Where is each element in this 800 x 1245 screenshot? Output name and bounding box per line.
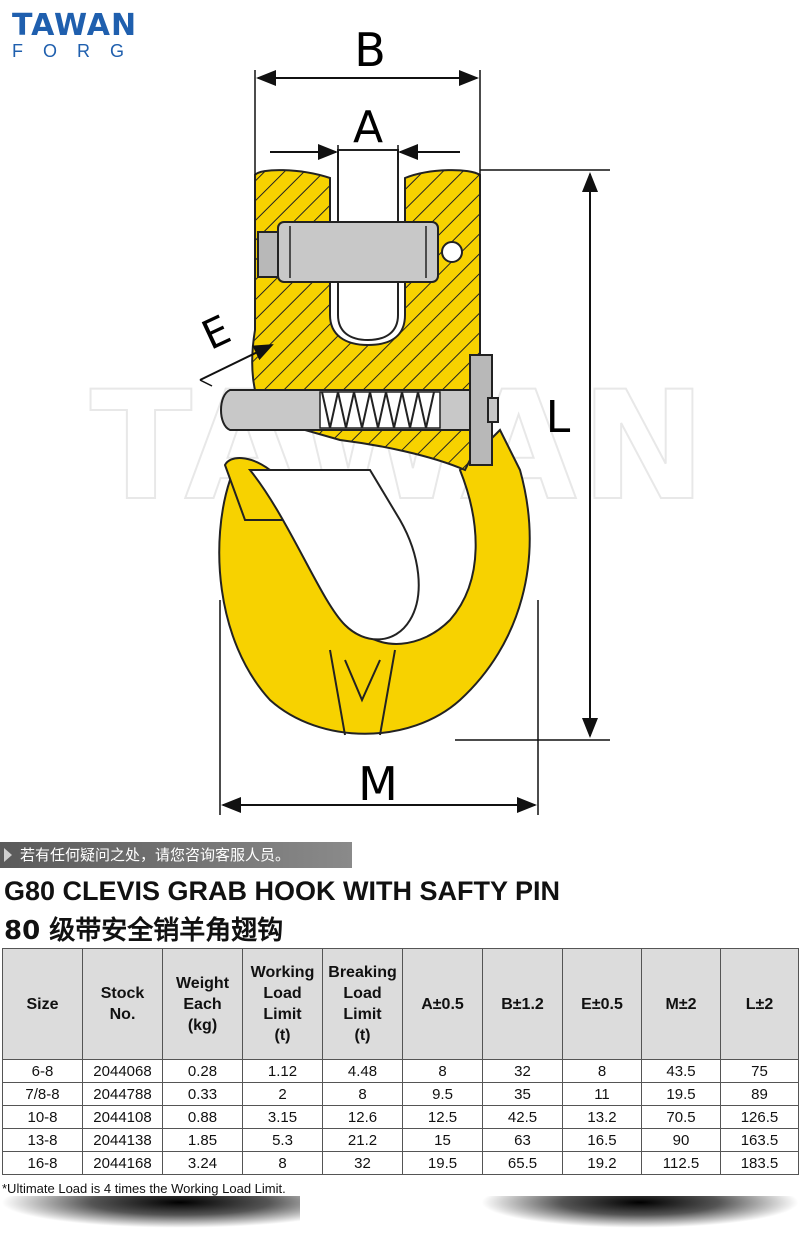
cell-size: 13-8 [2,1128,83,1152]
cell-size: 10-8 [2,1105,83,1129]
cell-l: 89 [720,1082,799,1106]
cell-working-load: 5.3 [242,1128,323,1152]
hook-body [218,428,531,736]
cell-b: 32 [482,1059,563,1083]
cell-size: 6-8 [2,1059,83,1083]
cell-m: 19.5 [641,1082,721,1106]
cell-stock-no: 2044068 [82,1059,163,1083]
clevis-pin [257,221,463,283]
cell-a: 19.5 [402,1151,483,1175]
cell-stock-no: 2044788 [82,1082,163,1106]
logo-wordmark: TAWAN [12,8,138,43]
cell-l: 163.5 [720,1128,799,1152]
cell-e: 8 [562,1059,642,1083]
table-row: 10-8 2044108 0.88 3.15 12.6 12.5 42.5 13… [2,1105,799,1129]
cell-a: 8 [402,1059,483,1083]
label-m: M [358,757,398,811]
dimension-l: L [455,169,610,741]
cell-weight: 0.28 [162,1059,243,1083]
cell-weight: 0.88 [162,1105,243,1129]
decorative-shadow-right [480,1196,800,1228]
safety-pin [220,354,499,466]
cell-working-load: 3.15 [242,1105,323,1129]
table-row: 13-8 2044138 1.85 5.3 21.2 15 63 16.5 90… [2,1128,799,1152]
cell-l: 183.5 [720,1151,799,1175]
cell-a: 15 [402,1128,483,1152]
cell-m: 43.5 [641,1059,721,1083]
cell-b: 63 [482,1128,563,1152]
header-l: L±2 [720,948,799,1060]
cell-breaking-load: 8 [322,1082,403,1106]
arrow-right-icon [4,848,12,862]
dimension-a: A [270,102,460,160]
table-row: 7/8-8 2044788 0.33 2 8 9.5 35 11 19.5 89 [2,1082,799,1106]
dimension-b: B [254,23,481,175]
cell-working-load: 1.12 [242,1059,323,1083]
cell-size: 7/8-8 [2,1082,83,1106]
header-e: E±0.5 [562,948,642,1060]
cell-e: 11 [562,1082,642,1106]
cell-e: 19.2 [562,1151,642,1175]
cell-l: 126.5 [720,1105,799,1129]
label-e: E [195,307,237,359]
cell-size: 16-8 [2,1151,83,1175]
decorative-shadow-left [0,1196,300,1228]
cell-b: 42.5 [482,1105,563,1129]
brand-logo: TAWAN FORG [12,8,162,61]
cell-m: 90 [641,1128,721,1152]
cell-b: 35 [482,1082,563,1106]
header-b: B±1.2 [482,948,563,1060]
footnote: *Ultimate Load is 4 times the Working Lo… [2,1181,286,1196]
product-title-cn: 80 级带安全销羊角翅钩 [4,916,284,946]
cell-breaking-load: 21.2 [322,1128,403,1152]
cell-breaking-load: 12.6 [322,1105,403,1129]
cell-working-load: 8 [242,1151,323,1175]
cell-stock-no: 2044108 [82,1105,163,1129]
cell-breaking-load: 4.48 [322,1059,403,1083]
cell-weight: 1.85 [162,1128,243,1152]
cell-a: 12.5 [402,1105,483,1129]
product-title-en: G80 CLEVIS GRAB HOOK WITH SAFTY PIN [4,876,561,906]
cell-breaking-load: 32 [322,1151,403,1175]
label-b: B [354,23,386,77]
cell-e: 13.2 [562,1105,642,1129]
cell-working-load: 2 [242,1082,323,1106]
cell-a: 9.5 [402,1082,483,1106]
table-row: 16-8 2044168 3.24 8 32 19.5 65.5 19.2 11… [2,1151,799,1175]
label-a: A [353,102,383,153]
header-size: Size [2,948,83,1060]
hook-technical-drawing: B A E L M [195,23,610,815]
cell-weight: 3.24 [162,1151,243,1175]
cell-stock-no: 2044168 [82,1151,163,1175]
header-m: M±2 [641,948,721,1060]
logo-subtitle: FORG [12,41,144,61]
table-row: 6-8 2044068 0.28 1.12 4.48 8 32 8 43.5 7… [2,1059,799,1083]
cell-stock-no: 2044138 [82,1128,163,1152]
label-l: L [546,392,571,443]
customer-service-notice: 若有任何疑问之处，请您咨询客服人员。 [0,842,352,868]
cell-l: 75 [720,1059,799,1083]
cell-weight: 0.33 [162,1082,243,1106]
cell-m: 70.5 [641,1105,721,1129]
cell-b: 65.5 [482,1151,563,1175]
cell-m: 112.5 [641,1151,721,1175]
header-a: A±0.5 [402,948,483,1060]
notice-text: 若有任何疑问之处，请您咨询客服人员。 [20,846,291,864]
cell-e: 16.5 [562,1128,642,1152]
dimension-m: M [219,600,539,815]
